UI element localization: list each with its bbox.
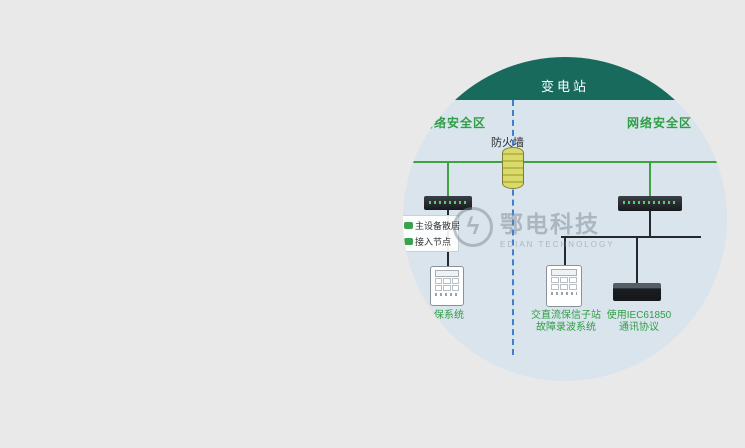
header-title: 变电站 [540,79,589,94]
access-note-row: 接入节点 [404,235,456,248]
device-label-left: 保系统 [434,310,464,321]
watermark: ϟ 鄂电科技 EDIAN TECHNOLOGY [453,205,615,249]
recorder-device-icon [613,283,661,301]
device-label-middle: 交直流保信子站 故障录波系统 [521,310,611,334]
device-label-middle-line1: 交直流保信子站 [531,310,601,321]
relay-button-grid [435,278,459,291]
access-note-row: 主设备散居 [404,219,460,232]
zone-label-right: 网络安全区 [627,116,693,130]
access-note-line1: 主设备散居 [415,221,461,231]
relay-screen [551,269,577,276]
watermark-subtitle: EDIAN TECHNOLOGY [500,240,615,249]
green-bus-line [403,161,727,163]
relay-button-grid [551,277,577,290]
protection-relay-icon-left [430,266,464,306]
firewall-icon [502,147,524,189]
switch-ports-leds [429,201,467,204]
green-connector-left [447,161,449,197]
firewall-label: 防火墙 [491,137,524,149]
device-label-middle-line2: 故障录波系统 [536,322,596,333]
connector-middle-relay-drop [564,236,566,266]
zone-label-left: 网络安全区 [421,116,487,130]
device-label-right: 使用IEC61850 通讯协议 [601,310,677,334]
network-switch-icon-left [424,196,472,210]
watermark-brand: 鄂电科技 [500,211,600,237]
device-label-right-line1: 使用IEC61850 [606,310,672,321]
security-partition-line [512,100,514,355]
connector-switch-right-drop [649,211,651,238]
connector-right-bus [561,236,701,238]
protection-relay-icon-middle [546,265,582,307]
watermark-text: 鄂电科技 EDIAN TECHNOLOGY [500,205,615,249]
switch-ports-leds [623,201,677,204]
relay-screen [435,270,459,277]
connector-recorder-drop [636,236,638,283]
diagram-header: 变电站 [403,57,727,100]
network-switch-icon-right [618,196,682,211]
access-note: 主设备散居 接入节点 [403,215,460,252]
tag-icon [404,222,413,229]
tag-icon [404,238,413,245]
relay-terminals [551,292,577,295]
relay-terminals [435,293,459,296]
device-label-right-line2: 通讯协议 [619,322,659,333]
access-note-line2: 接入节点 [415,237,452,247]
green-connector-right [649,161,651,197]
diagram-circle: 变电站 网络安全区 网络安全区 防火墙 主设备散居 接入节点 [403,57,727,381]
